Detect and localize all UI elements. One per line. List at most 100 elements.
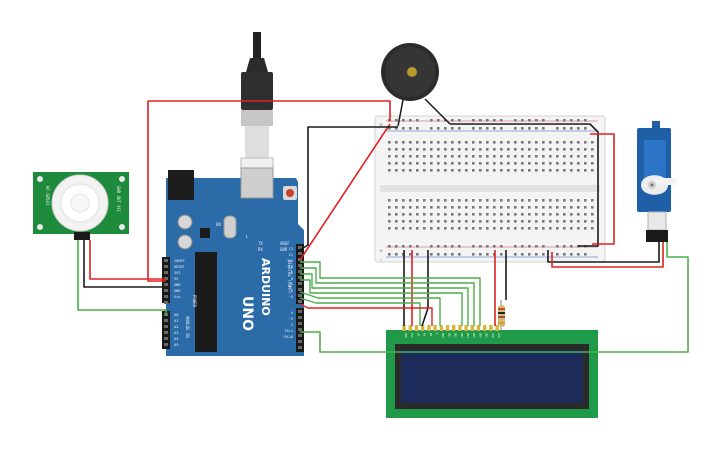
grid-hole[interactable] [500, 199, 503, 202]
grid-hole[interactable] [500, 162, 503, 165]
grid-hole[interactable] [507, 141, 510, 144]
rail-hole[interactable] [563, 127, 566, 130]
grid-hole[interactable] [409, 227, 412, 230]
grid-hole[interactable] [500, 169, 503, 172]
digital-pin[interactable] [298, 294, 302, 297]
grid-hole[interactable] [521, 199, 524, 202]
lcd-pin[interactable] [402, 325, 406, 331]
rail-hole[interactable] [542, 127, 545, 130]
grid-hole[interactable] [493, 227, 496, 230]
rail-hole[interactable] [472, 119, 475, 122]
rail-hole[interactable] [451, 119, 454, 122]
rail-hole[interactable] [472, 253, 475, 256]
lcd-pin[interactable] [452, 325, 456, 331]
digital-pin[interactable] [298, 282, 302, 285]
digital-pin[interactable] [298, 328, 302, 331]
grid-hole[interactable] [542, 162, 545, 165]
rail-hole[interactable] [514, 119, 517, 122]
grid-hole[interactable] [402, 155, 405, 158]
rail-hole[interactable] [472, 245, 475, 248]
grid-hole[interactable] [486, 155, 489, 158]
grid-hole[interactable] [451, 227, 454, 230]
grid-hole[interactable] [528, 169, 531, 172]
lcd-pin[interactable] [433, 325, 437, 331]
grid-hole[interactable] [416, 169, 419, 172]
wire-lcd-rs[interactable] [299, 297, 421, 326]
grid-hole[interactable] [577, 206, 580, 209]
grid-hole[interactable] [444, 213, 447, 216]
rail-hole[interactable] [542, 245, 545, 248]
grid-hole[interactable] [556, 148, 559, 151]
grid-hole[interactable] [402, 169, 405, 172]
grid-hole[interactable] [563, 155, 566, 158]
grid-hole[interactable] [423, 220, 426, 223]
wire-pir-out[interactable] [77, 240, 167, 316]
grid-hole[interactable] [388, 199, 391, 202]
digital-pin[interactable] [298, 300, 302, 303]
grid-hole[interactable] [570, 162, 573, 165]
rail-hole[interactable] [521, 253, 524, 256]
grid-hole[interactable] [521, 169, 524, 172]
analog-pin[interactable] [164, 331, 168, 334]
rail-hole[interactable] [500, 253, 503, 256]
grid-hole[interactable] [444, 141, 447, 144]
grid-hole[interactable] [395, 213, 398, 216]
rail-hole[interactable] [388, 253, 391, 256]
wire-pir-vcc[interactable] [89, 240, 166, 280]
grid-hole[interactable] [472, 162, 475, 165]
grid-hole[interactable] [535, 162, 538, 165]
grid-hole[interactable] [479, 220, 482, 223]
grid-hole[interactable] [465, 199, 468, 202]
rail-hole[interactable] [458, 119, 461, 122]
grid-hole[interactable] [430, 206, 433, 209]
wire-lcd-db5[interactable] [300, 273, 469, 326]
grid-hole[interactable] [577, 220, 580, 223]
piezo-buzzer[interactable] [381, 43, 451, 127]
grid-hole[interactable] [402, 148, 405, 151]
grid-hole[interactable] [549, 220, 552, 223]
rail-hole[interactable] [577, 253, 580, 256]
grid-hole[interactable] [444, 148, 447, 151]
grid-hole[interactable] [577, 227, 580, 230]
rail-hole[interactable] [451, 253, 454, 256]
grid-hole[interactable] [437, 220, 440, 223]
grid-hole[interactable] [535, 220, 538, 223]
rail-hole[interactable] [486, 119, 489, 122]
rail-hole[interactable] [514, 127, 517, 130]
grid-hole[interactable] [584, 169, 587, 172]
grid-hole[interactable] [556, 206, 559, 209]
grid-hole[interactable] [416, 155, 419, 158]
wires[interactable] [77, 100, 689, 353]
grid-hole[interactable] [577, 141, 580, 144]
grid-hole[interactable] [416, 199, 419, 202]
grid-hole[interactable] [444, 162, 447, 165]
grid-hole[interactable] [409, 199, 412, 202]
grid-hole[interactable] [479, 206, 482, 209]
rail-hole[interactable] [479, 245, 482, 248]
wire-servo-vcc[interactable] [551, 242, 664, 268]
grid-hole[interactable] [507, 148, 510, 151]
grid-hole[interactable] [395, 148, 398, 151]
grid-hole[interactable] [514, 141, 517, 144]
wire-lcd-rw[interactable] [299, 303, 433, 326]
grid-hole[interactable] [500, 141, 503, 144]
grid-hole[interactable] [479, 148, 482, 151]
wire-lcd-db7[interactable] [300, 261, 481, 326]
grid-hole[interactable] [591, 162, 594, 165]
grid-hole[interactable] [584, 213, 587, 216]
grid-hole[interactable] [409, 141, 412, 144]
grid-hole[interactable] [584, 162, 587, 165]
rail-hole[interactable] [570, 245, 573, 248]
rail-hole[interactable] [577, 127, 580, 130]
grid-hole[interactable] [577, 169, 580, 172]
grid-hole[interactable] [472, 220, 475, 223]
rail-hole[interactable] [402, 245, 405, 248]
grid-hole[interactable] [563, 148, 566, 151]
grid-hole[interactable] [458, 148, 461, 151]
grid-hole[interactable] [535, 206, 538, 209]
lcd-pin[interactable] [408, 325, 412, 331]
grid-hole[interactable] [514, 220, 517, 223]
digital-pin[interactable] [298, 322, 302, 325]
grid-hole[interactable] [423, 148, 426, 151]
grid-hole[interactable] [528, 213, 531, 216]
